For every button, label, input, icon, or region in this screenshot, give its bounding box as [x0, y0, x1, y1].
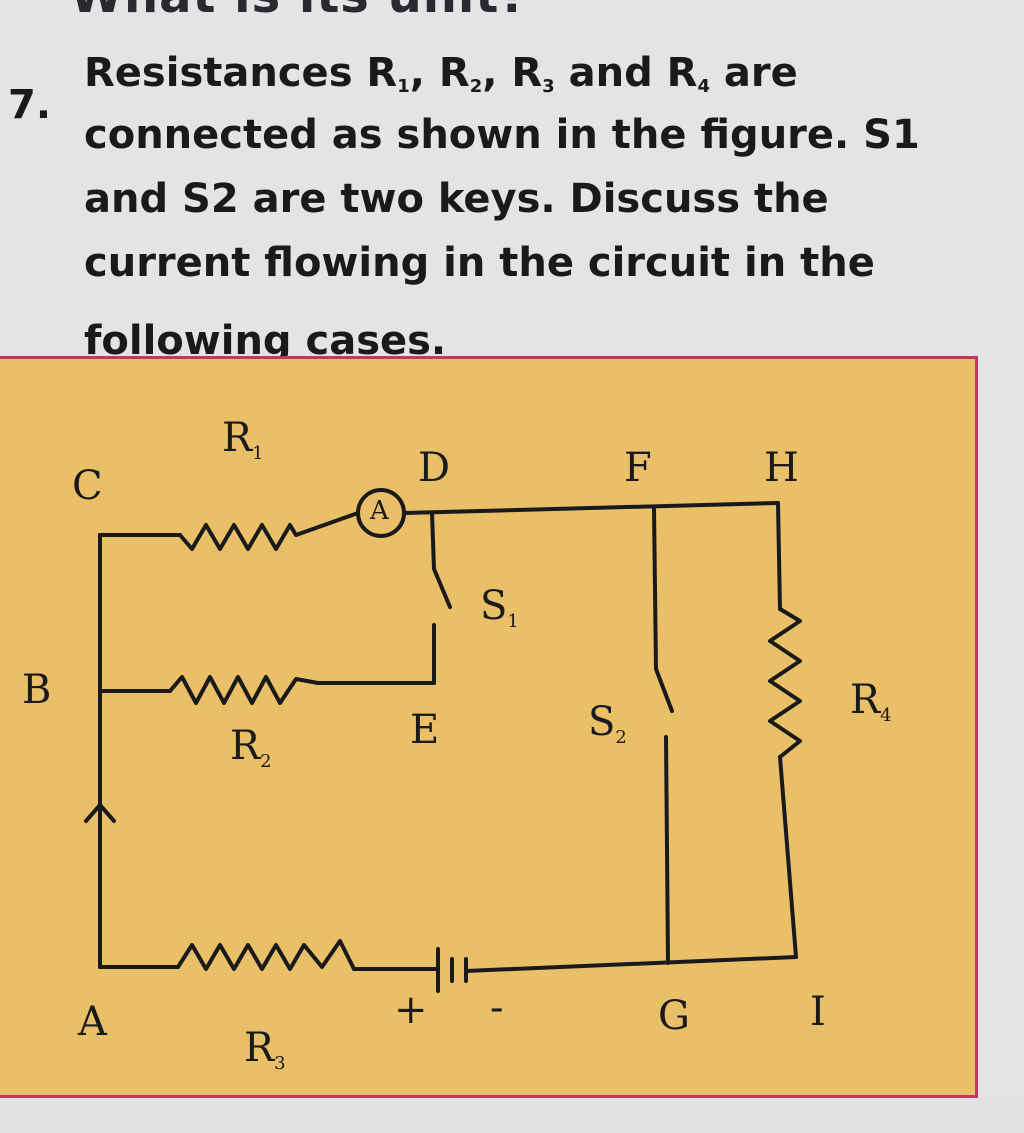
- battery-minus-sign: -: [490, 985, 504, 1031]
- wire-r1-ammeter: [294, 511, 360, 537]
- switch-s1-blade: [430, 511, 452, 609]
- r2-label: R2: [230, 723, 272, 772]
- page-bottom-strip: [0, 1098, 1024, 1133]
- ammeter-letter: A: [370, 496, 389, 526]
- wire-f-s2: [652, 507, 674, 713]
- node-c-label: C: [72, 463, 103, 509]
- node-d-label: D: [418, 445, 451, 491]
- resistor-r1: [178, 523, 298, 551]
- r2-subscript: 2: [469, 76, 483, 97]
- r3-letter: R: [244, 1025, 275, 1071]
- wire-s2-g: [664, 735, 670, 965]
- r2-sub: 2: [260, 751, 272, 772]
- s1-letter: S: [480, 583, 508, 629]
- circuit-diagram: [84, 488, 802, 993]
- r1-subscript: 1: [397, 76, 410, 97]
- wire-r4-i: [778, 755, 798, 959]
- node-e-label: E: [410, 707, 440, 753]
- r1-label: R1: [222, 415, 264, 464]
- r4-subscript: 4: [697, 76, 710, 97]
- resistor-r2: [168, 675, 320, 705]
- r4-label: R4: [850, 677, 892, 726]
- resistor-r4: [768, 607, 802, 759]
- node-f-label: F: [624, 445, 652, 491]
- question-line-1: Resistances R1, R2, R3 and R4 are: [84, 50, 798, 97]
- question-number: 7.: [8, 82, 52, 128]
- circuit-figure: C D F H B E A G I R1 R2 R3 R4 S1 S2 A + …: [0, 356, 978, 1098]
- r4-letter: R: [850, 677, 881, 723]
- node-b-label: B: [22, 667, 52, 713]
- wire-battery-i: [464, 955, 798, 973]
- r3-subscript: 3: [542, 76, 555, 97]
- resistor-r3: [176, 939, 356, 971]
- question-line-2: connected as shown in the figure. S1: [84, 112, 920, 158]
- previous-question-fragment: What is its unit?: [70, 0, 528, 24]
- s1-label: S1: [480, 583, 519, 632]
- s2-sub: 2: [615, 727, 627, 748]
- battery-plus-sign: +: [394, 987, 428, 1033]
- r4-sub: 4: [880, 705, 892, 726]
- question-line-4: current flowing in the circuit in the: [84, 240, 875, 286]
- question-line-3: and S2 are two keys. Discuss the: [84, 176, 829, 222]
- question-line-1-mid2: , R: [482, 50, 543, 96]
- current-arrow: [84, 803, 116, 823]
- node-i-label: I: [810, 989, 826, 1035]
- wire-h-r4: [776, 501, 782, 611]
- node-a-label: A: [78, 999, 107, 1045]
- r3-label: R3: [244, 1025, 286, 1074]
- question-line-1-suffix: are: [709, 50, 798, 96]
- r1-letter: R: [222, 415, 253, 461]
- wire-d-h: [402, 501, 780, 515]
- s2-letter: S: [588, 699, 616, 745]
- s1-sub: 1: [507, 611, 519, 632]
- question-line-1-mid1: , R: [409, 50, 470, 96]
- question-line-1-mid3: and R: [554, 50, 698, 96]
- node-g-label: G: [658, 993, 690, 1039]
- node-h-label: H: [764, 445, 799, 491]
- r3-sub: 3: [274, 1053, 286, 1074]
- question-line-1-prefix: Resistances R: [84, 50, 398, 96]
- s2-label: S2: [588, 699, 627, 748]
- r1-sub: 1: [252, 443, 264, 464]
- r2-letter: R: [230, 723, 261, 769]
